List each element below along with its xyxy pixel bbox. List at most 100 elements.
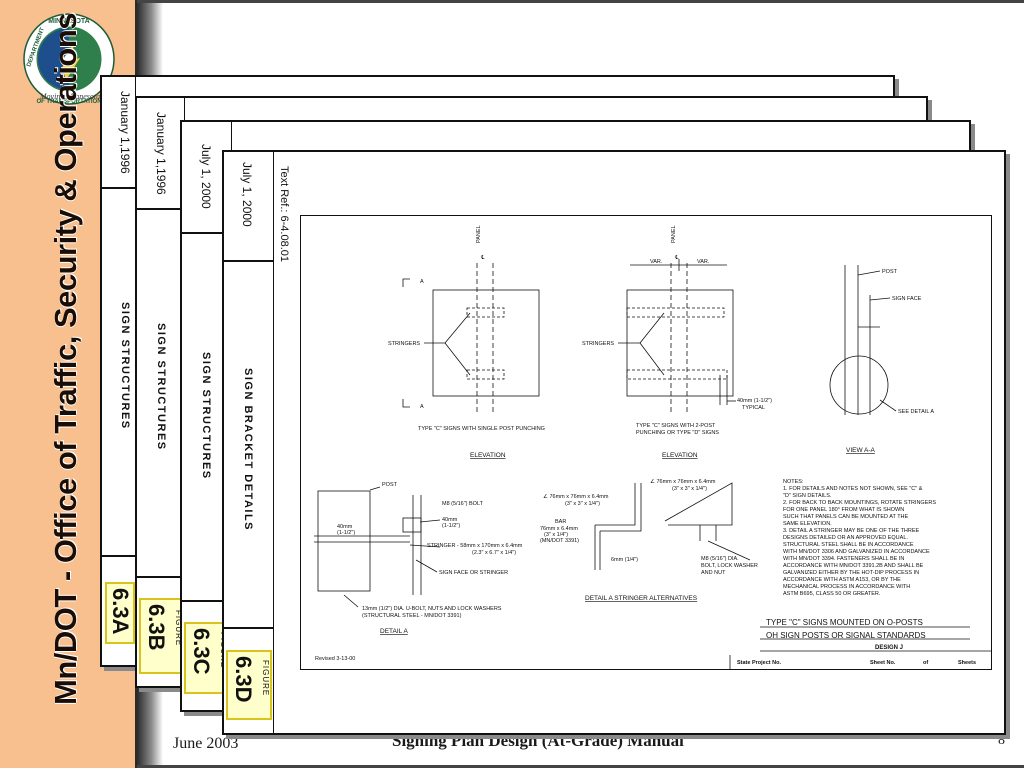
note-line: NOTES:	[783, 479, 804, 485]
bolt-label: M8 (5/16") BOLT	[442, 501, 484, 507]
note-line: 3. DETAIL A STRINGER MAY BE ONE OF THE T…	[783, 528, 920, 534]
top-rule	[137, 0, 1024, 3]
sheet-title: SIGN STRUCTURES	[200, 352, 212, 480]
design-label: DESIGN J	[875, 645, 903, 651]
note-line: MECHANICAL PROCESS IN ACCORDANCE WITH	[783, 584, 910, 590]
note-line: ASTM B695, CLASS 50 OR GREATER.	[783, 591, 881, 597]
title-block-sheet: Sheet No.	[870, 660, 896, 666]
type-c-two-caption-1: TYPE "C" SIGNS WITH 2-POST	[636, 423, 716, 429]
figure-number: 6.3C	[189, 628, 214, 675]
revised-note: Revised 3-13-00	[315, 656, 355, 662]
figure-number: 6.3B	[144, 604, 169, 651]
typical-dim-1: 40mm (1-1/2")	[737, 398, 772, 404]
mndot-logo: MINNESOTA DEPARTMENT OF TRANSPORTATION	[23, 13, 115, 105]
elevation-caption-1: ELEVATION	[470, 452, 506, 459]
title-line-1: TYPE "C" SIGNS MOUNTED ON O-POSTS	[766, 618, 923, 627]
note-line: SAME ELEVATION.	[783, 521, 832, 527]
section-a-top: A	[420, 279, 424, 285]
forty-mm-label: 40mm	[442, 517, 458, 523]
forty-in-label: (1-1/2")	[442, 523, 460, 529]
note-line: SUCH THAT PANELS CAN BE MOUNTED AT THE	[783, 514, 909, 520]
centerline-symbol: ℄	[480, 255, 485, 261]
note-line: GALVANIZED EITHER BY THE HOT-DIP PROCESS…	[783, 570, 919, 576]
text-reference: Text Ref.: 6-4.08.01	[278, 166, 290, 262]
note-line: DESIGNS DETAILED OR AN APPROVED EQUAL.	[783, 535, 908, 541]
sign-bracket-drawing: PANEL ℄ PANEL ℄ A A STRINGERS STRINGERS …	[300, 215, 992, 670]
figure-tag-6-3d: 6.3D FIGURE	[226, 650, 272, 720]
type-c-single-caption: TYPE "C" SIGNS WITH SINGLE POST PUNCHING	[418, 426, 545, 432]
title-block-sheets: Sheets	[958, 660, 976, 666]
sheet-strip: January 1,1996 SIGN STRUCTURES	[102, 77, 136, 665]
footer-date: June 2003	[173, 735, 239, 752]
strip-divider	[224, 627, 274, 629]
strip-divider	[137, 576, 185, 578]
title-block-project: State Project No.	[737, 660, 781, 666]
angle-2-spec: ∠ 76mm x 76mm x 6.4mm	[650, 478, 716, 485]
ubolt-label-1: 13mm (1/2") DIA. U-BOLT, NUTS AND LOCK W…	[362, 606, 502, 612]
figure-tag-6-3b: 6.3B FIGURE	[139, 598, 185, 674]
notes-block: NOTES: 1. FOR DETAILS AND NOTES NOT SHOW…	[783, 479, 936, 597]
note-line: "D" SIGN DETAILS.	[783, 493, 832, 499]
bottom-rule	[137, 765, 1024, 768]
sheet-title: SIGN STRUCTURES	[155, 323, 167, 451]
stringer-spec-1: STRINGER - 58mm x 170mm x 6.4mm	[427, 543, 523, 549]
figure-number: 6.3A	[108, 588, 133, 635]
section-a-bottom: A	[420, 404, 424, 410]
sheet-date: January 1,1996	[154, 112, 168, 195]
forty-mm-left: 40mm	[337, 524, 353, 530]
bar-label-1: BAR	[555, 519, 566, 525]
sheet-date: January 1,1996	[118, 91, 132, 174]
sign-face-label: SIGN FACE	[892, 296, 922, 302]
bar-label-2: 76mm x 6.4mm	[540, 526, 578, 532]
m8-label-3: AND NUT	[701, 570, 726, 576]
post-label-detail: POST	[382, 482, 398, 488]
title-block-of: of	[923, 660, 928, 666]
typical-dim-2: TYPICAL	[742, 405, 765, 411]
figure-word: FIGURE	[261, 660, 270, 697]
footer-page-number: 8	[998, 733, 1005, 748]
note-line: WITH MN/DOT 3306 AND GALVANIZED IN ACCOR…	[783, 549, 930, 555]
sheet-title: SIGN BRACKET DETAILS	[242, 368, 254, 532]
bar-label-3: (3" x 1/4")	[544, 532, 568, 538]
note-line: ACCORDANCE WITH ASTM A153, OR BY THE	[783, 577, 901, 583]
sheet-date: July 1, 2000	[240, 162, 254, 227]
elevation-caption-2: ELEVATION	[662, 452, 698, 459]
stringers-label: STRINGERS	[582, 341, 614, 347]
m8-label-1: M8 (5/16") DIA.	[701, 556, 739, 562]
forty-in-left: (1-1/2")	[337, 530, 355, 536]
stringers-label: STRINGERS	[388, 341, 420, 347]
panel-label: PANEL	[476, 225, 482, 243]
note-line: ACCORDANCE WITH MN/DOT 3391.2B AND SHALL…	[783, 563, 924, 569]
figure-tag-6-3a: 6.3A	[105, 582, 135, 644]
strip-divider	[102, 187, 136, 189]
title-line-2: OH SIGN POSTS OR SIGNAL STANDARDS	[766, 631, 926, 640]
figure-number: 6.3D	[231, 656, 256, 703]
ubolt-label-2: (STRUCTURAL STEEL - MN/DOT 3391)	[362, 613, 462, 619]
angle-2-spec-in: (3" x 3" x 1/4")	[672, 486, 707, 492]
m8-label-2: BOLT, LOCK WASHER	[701, 563, 758, 569]
var-left: VAR.	[650, 259, 663, 265]
detail-a-caption: DETAIL A	[380, 628, 408, 635]
logo-bottom-text: OF TRANSPORTATION	[36, 99, 101, 105]
note-line: 2. FOR BACK TO BACK MOUNTINGS, ROTATE ST…	[783, 500, 936, 506]
angle-1-spec-in: (3" x 3" x 1/4")	[565, 501, 600, 507]
var-right: VAR.	[697, 259, 710, 265]
strip-divider	[137, 208, 185, 210]
bar-label-4: (MN/DOT 3391)	[540, 538, 579, 544]
note-line: 1. FOR DETAILS AND NOTES NOT SHOWN, SEE …	[783, 486, 923, 492]
sidebar-vertical-title: Mn/DOT - Office of Traffic, Security & O…	[48, 12, 83, 705]
view-aa-caption: VIEW A-A	[846, 447, 876, 454]
centerline-symbol: ℄	[674, 255, 679, 261]
stringer-spec-2: (2.3" x 6.7" x 1/4")	[472, 550, 516, 556]
logo-tagline: Moving Minnesota	[39, 92, 101, 101]
strip-divider	[102, 555, 136, 557]
note-line: STRUCTURAL STEEL SHALL BE IN ACCORDANCE	[783, 542, 914, 548]
strip-divider	[182, 232, 232, 234]
weld-label: 6mm (1/4")	[611, 557, 638, 563]
logo-top-text: MINNESOTA	[48, 18, 89, 25]
see-detail-a: SEE DETAIL A	[898, 409, 934, 415]
sheet-strip: July 1, 2000 SIGN BRACKET DETAILS	[224, 152, 274, 733]
strip-divider	[224, 260, 274, 262]
post-label: POST	[882, 269, 898, 275]
strip-divider	[182, 600, 232, 602]
